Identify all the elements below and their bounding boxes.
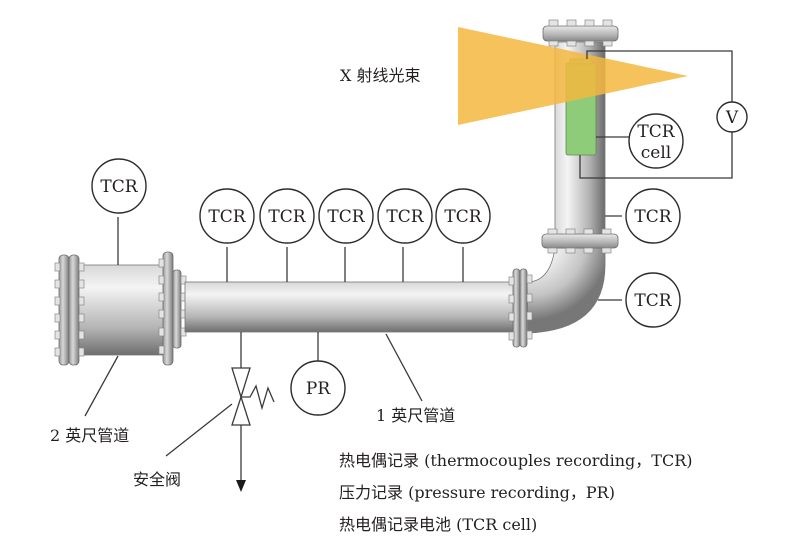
safety-valve-label: 安全阀	[133, 470, 181, 489]
tcr-cell-label-line2: cell	[641, 143, 671, 163]
safety-valve-icon	[231, 367, 275, 492]
tcr-cell-label-line1: TCR	[637, 122, 675, 142]
tcr-gauge: TCR	[91, 158, 147, 214]
legend-item-tcr-cell: 热电偶记录电池 (TCR cell)	[339, 515, 537, 534]
legend-item-pr: 压力记录 (pressure recording，PR)	[339, 483, 615, 502]
tcr-gauge: TCR	[435, 188, 491, 244]
small-pipe-label: 1 英尺管道	[376, 406, 455, 425]
tcr-gauge: TCR	[625, 188, 681, 244]
voltmeter-circuit	[579, 50, 733, 179]
sensor-leads	[117, 215, 622, 368]
elbow-flange	[508, 268, 533, 348]
vertical-pipe-top-flange	[542, 19, 619, 47]
voltmeter: V	[716, 101, 748, 133]
large-pipe	[54, 251, 187, 366]
tcr-gauge: TCR	[318, 188, 374, 244]
large-pipe-label: 2 英尺管道	[50, 426, 129, 445]
legend: 热电偶记录 (thermocouples recording，TCR) 压力记录…	[339, 451, 692, 534]
tcr-label: TCR	[444, 207, 482, 227]
tcr-cell-gauge: TCR cell	[628, 113, 684, 169]
legend-item-tcr: 热电偶记录 (thermocouples recording，TCR)	[339, 451, 692, 470]
xray-beam-label: X 射线光束	[340, 66, 420, 85]
tcr-gauge: TCR	[199, 188, 255, 244]
tcr-label: TCR	[634, 207, 672, 227]
pressure-gauge: PR	[290, 360, 346, 416]
pipe-elbow	[526, 247, 606, 334]
tcr-label: TCR	[268, 207, 306, 227]
tcr-label: TCR	[386, 207, 424, 227]
xray-beam	[458, 27, 688, 125]
tcr-label: TCR	[327, 207, 365, 227]
tcr-gauge: TCR	[377, 188, 433, 244]
tcr-gauge: TCR	[625, 272, 681, 328]
tcr-label: TCR	[100, 177, 138, 197]
label-leaders	[84, 333, 423, 457]
tcr-label: TCR	[208, 207, 246, 227]
voltmeter-label: V	[725, 108, 739, 128]
vertical-pipe-bottom-flange	[541, 228, 619, 254]
pr-label: PR	[306, 379, 331, 399]
tcr-gauge: TCR	[259, 188, 315, 244]
small-pipe	[184, 281, 516, 333]
tcr-label: TCR	[634, 291, 672, 311]
